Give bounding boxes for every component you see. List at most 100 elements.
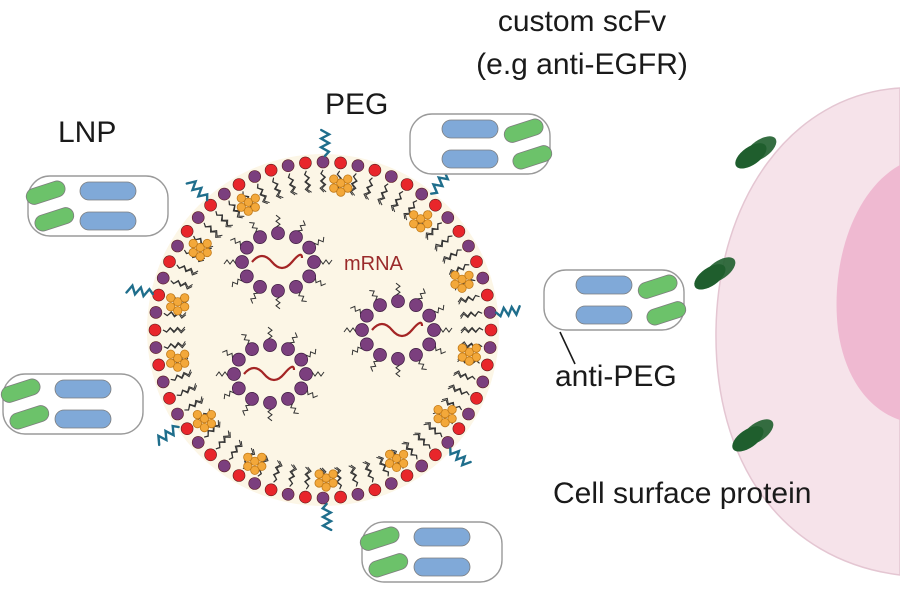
cholesterol-unit bbox=[202, 238, 212, 249]
lnp-label: LNP bbox=[58, 116, 116, 149]
cholesterol-unit bbox=[195, 251, 205, 262]
cholesterol-unit bbox=[314, 469, 324, 479]
cell-nucleus bbox=[836, 165, 900, 420]
anti-peg-domain bbox=[413, 527, 471, 547]
lipid-head bbox=[480, 358, 494, 372]
anti-peg-label: anti-PEG bbox=[555, 360, 677, 393]
cholesterol-unit bbox=[384, 458, 395, 468]
cholesterol-unit bbox=[440, 417, 450, 428]
lipid-tail bbox=[403, 441, 418, 460]
lipid-tail bbox=[228, 441, 243, 460]
lipid-tail bbox=[215, 431, 231, 450]
surface-protein bbox=[735, 136, 777, 169]
cholesterol-unit bbox=[257, 452, 267, 462]
protein-lobe bbox=[704, 257, 736, 283]
lipid-head bbox=[180, 422, 194, 436]
cholesterol-unit bbox=[343, 183, 353, 193]
lipid-tail bbox=[184, 398, 204, 411]
scfv-domain bbox=[359, 526, 400, 551]
cholesterol-unit bbox=[328, 469, 338, 479]
lipid-tail bbox=[228, 200, 243, 219]
lipid-head bbox=[429, 448, 442, 462]
lipid-tail bbox=[319, 169, 326, 193]
cholesterol-unit bbox=[433, 413, 443, 424]
lipid-head bbox=[218, 187, 231, 201]
lipid-head bbox=[334, 156, 347, 170]
surface-protein bbox=[694, 257, 736, 290]
lipid-tail bbox=[377, 183, 389, 205]
complex-lipid-head bbox=[299, 367, 313, 381]
complex-lipid-head bbox=[307, 255, 321, 269]
lipid-head bbox=[264, 163, 278, 177]
lipid-head bbox=[441, 211, 455, 224]
lipid-head bbox=[248, 477, 261, 490]
lipid-head bbox=[191, 211, 205, 224]
lipid-tail bbox=[336, 466, 343, 490]
lipid-tail bbox=[460, 326, 484, 333]
lipid-head bbox=[384, 170, 398, 183]
lipid-tail bbox=[203, 222, 222, 238]
cholesterol-unit bbox=[440, 408, 450, 419]
lipid-head bbox=[191, 436, 205, 449]
cholesterol-unit bbox=[180, 302, 190, 312]
complex-lipid-head bbox=[422, 337, 437, 352]
cholesterol-unit bbox=[447, 413, 457, 424]
anti-peg-domain bbox=[441, 149, 499, 169]
lipid-tail bbox=[403, 200, 418, 219]
mrna-strand bbox=[251, 253, 304, 270]
complex-lipid-head bbox=[422, 308, 437, 323]
cholesterol-cluster bbox=[192, 409, 216, 433]
lipid-head bbox=[484, 323, 498, 337]
lipid-tail bbox=[442, 249, 462, 262]
peg-chain bbox=[318, 128, 332, 158]
cholesterol-unit bbox=[166, 358, 176, 368]
lipid-head bbox=[384, 477, 398, 490]
cholesterol-unit bbox=[250, 193, 260, 203]
lipid-tail bbox=[364, 461, 374, 483]
complex-lipid-head bbox=[231, 381, 246, 396]
cholesterol-unit bbox=[416, 214, 426, 224]
cholesterol-unit bbox=[423, 210, 433, 220]
lipid-head bbox=[218, 459, 231, 473]
lipid-tail bbox=[441, 397, 463, 411]
cholesterol-unit bbox=[314, 478, 324, 488]
scfv-domain bbox=[503, 118, 544, 143]
lipid-tail bbox=[304, 466, 312, 490]
surface-protein bbox=[732, 419, 774, 452]
cholesterol-unit bbox=[199, 422, 209, 433]
anti-peg-domain bbox=[54, 409, 112, 429]
antibody-complex bbox=[543, 269, 687, 331]
lipid-head bbox=[470, 391, 483, 405]
lipid-tail bbox=[350, 464, 359, 487]
cholesterol-unit bbox=[202, 247, 212, 258]
cholesterol-unit bbox=[321, 473, 331, 483]
lipid-head bbox=[156, 271, 170, 285]
peg-chain bbox=[320, 502, 334, 532]
lipid-head bbox=[334, 490, 347, 504]
protein-lobe bbox=[742, 419, 774, 445]
target-cell bbox=[715, 87, 900, 576]
cholesterol-unit bbox=[173, 353, 183, 363]
cholesterol-clusters bbox=[166, 174, 481, 492]
scfv-label-line2: (e.g anti-EGFR) bbox=[476, 48, 688, 81]
cholesterol-cluster bbox=[457, 343, 481, 366]
lipid-tail bbox=[163, 311, 187, 319]
complex-lipid-head bbox=[359, 337, 374, 352]
cholesterol-unit bbox=[166, 293, 176, 303]
cholesterol-cluster bbox=[384, 449, 409, 472]
lipid-head bbox=[351, 159, 365, 172]
cholesterol-unit bbox=[243, 461, 253, 471]
cholesterol-unit bbox=[464, 279, 474, 289]
cholesterol-unit bbox=[409, 219, 419, 229]
lipid-tail bbox=[170, 280, 193, 290]
lipid-head bbox=[368, 163, 382, 177]
scfv-domain bbox=[512, 145, 553, 170]
cholesterol-unit bbox=[450, 279, 460, 289]
lipid-tail bbox=[457, 294, 480, 303]
peg-chain bbox=[157, 424, 180, 447]
complex-lipid-head bbox=[409, 298, 423, 312]
peg-chain bbox=[125, 283, 154, 299]
cholesterol-unit bbox=[423, 219, 433, 229]
antibody-complex bbox=[359, 521, 503, 583]
